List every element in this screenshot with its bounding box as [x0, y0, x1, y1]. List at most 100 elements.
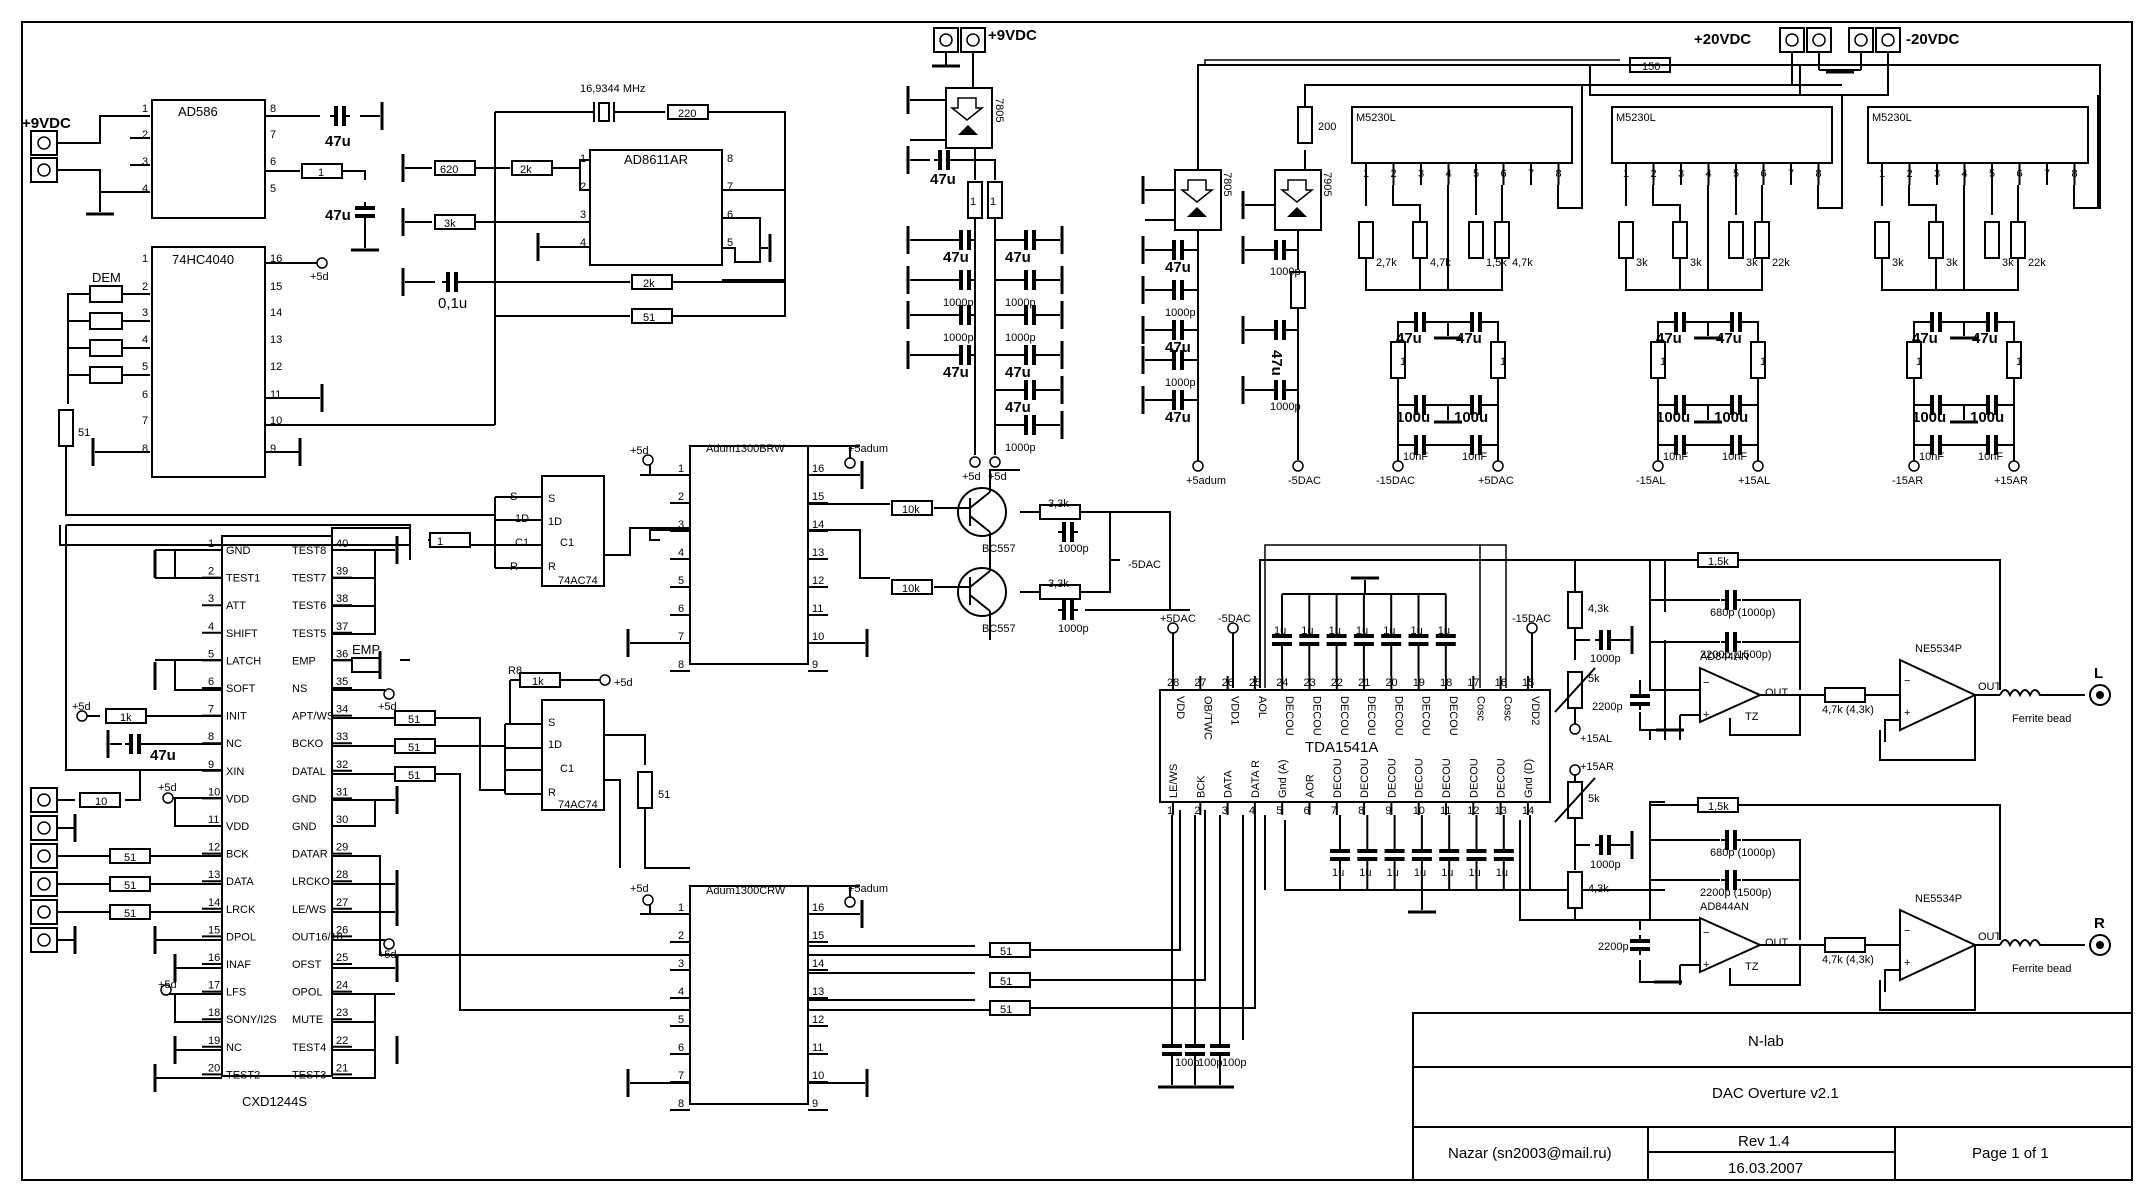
adum-pin-num: 6 — [678, 1042, 684, 1054]
tda-pin-num: 10 — [1413, 805, 1425, 817]
svg-text:2: 2 — [142, 281, 148, 293]
bank-cap-label: 1000p — [943, 297, 974, 309]
svg-text:2200p (1500p): 2200p (1500p) — [1700, 887, 1772, 899]
cxd-pin-num: 3 — [208, 593, 214, 605]
m5230-cap-label: 100u — [1912, 409, 1946, 426]
bank-cap-label: 1000p — [1165, 307, 1196, 319]
cxd-pin-num: 33 — [336, 731, 348, 743]
svg-text:OUT: OUT — [1978, 681, 2002, 693]
svg-text:51: 51 — [124, 908, 136, 920]
cxd-pin-name: INAF — [226, 959, 251, 971]
cxd-pin-name: TEST3 — [292, 1069, 326, 1081]
svg-text:1: 1 — [437, 536, 443, 548]
svg-text:680p (1000p): 680p (1000p) — [1710, 847, 1775, 859]
adum-b-label: Adum1300CRW — [706, 885, 786, 897]
svg-text:51: 51 — [124, 852, 136, 864]
cxd-pin-num: 12 — [208, 842, 220, 854]
m5230-rail-label: -15AL — [1636, 475, 1665, 487]
svg-text:+5d: +5d — [378, 949, 397, 961]
svg-text:OUT: OUT — [1765, 937, 1789, 949]
svg-text:620: 620 — [440, 164, 458, 176]
output-channel-right: +15AR 5k 1000p 4,3k 1,5k 680p (1000p) 22… — [1519, 761, 2111, 1011]
adum-pin-num: 2 — [678, 491, 684, 503]
ad8611-oscillator: AD8611AR 12 34 87 65 16,9344 MHz 220 620… — [401, 83, 786, 425]
svg-text:DEM: DEM — [92, 270, 121, 285]
tda-pin-num: 13 — [1495, 805, 1507, 817]
cxd-pin-num: 17 — [208, 980, 220, 992]
svg-text:+: + — [1904, 957, 1910, 969]
adum-pin-num: 7 — [678, 631, 684, 643]
svg-text:1: 1 — [2016, 356, 2022, 368]
svg-text:3,3k: 3,3k — [1048, 498, 1069, 510]
m5230-pin-num: 7 — [2044, 168, 2050, 180]
cxd-pin-num: 10 — [208, 786, 220, 798]
adum-pin-num: 3 — [678, 519, 684, 531]
m5230-pin-num: 8 — [1556, 168, 1562, 180]
cxd-pin-num: 26 — [336, 924, 348, 936]
tda-pin-name: Cosc — [1474, 696, 1486, 722]
svg-text:100p: 100p — [1175, 1057, 1199, 1069]
bank-cap-label: 47u — [1005, 364, 1031, 381]
tda-pin-name: DECOU — [1365, 696, 1377, 736]
tda-pin-name: DECOU — [1414, 758, 1426, 798]
cxd-pin-num: 7 — [208, 704, 214, 716]
svg-text:4,7k (4,3k): 4,7k (4,3k) — [1822, 704, 1874, 716]
cxd-pin-name: TEST7 — [292, 573, 326, 585]
svg-text:BC557: BC557 — [982, 623, 1016, 635]
m5230-pin-num: 5 — [1989, 168, 1995, 180]
decou-cap-label: 1u — [1383, 625, 1395, 637]
tda-pin-name: DECOU — [1468, 758, 1480, 798]
m5230-pin-num: 3 — [1418, 168, 1424, 180]
tda-pin-num: 25 — [1249, 677, 1261, 689]
svg-text:51: 51 — [408, 770, 420, 782]
decou-cap-label: 1u — [1274, 625, 1286, 637]
svg-text:R8: R8 — [508, 665, 522, 677]
decou-cap-label: 1u — [1332, 867, 1344, 879]
tda-pin-name: DECOU — [1359, 758, 1371, 798]
decou-cap-label: 1u — [1441, 867, 1453, 879]
svg-text:6: 6 — [727, 209, 733, 221]
adum-pin-num: 16 — [812, 463, 824, 475]
m5230-cap-label: 10nF — [1663, 451, 1688, 463]
svg-text:Ferrite bead: Ferrite bead — [2012, 963, 2071, 975]
svg-text:2: 2 — [580, 181, 586, 193]
adum-pin-num: 5 — [678, 1014, 684, 1026]
bank-cap-label: 1000p — [1005, 297, 1036, 309]
m5230-cap-label: 10nF — [1403, 451, 1428, 463]
cxd-pin-name: BCK — [226, 849, 249, 861]
tda-pin-num: 23 — [1304, 677, 1316, 689]
m5230-pin-num: 3 — [1934, 168, 1940, 180]
svg-text:51: 51 — [1000, 946, 1012, 958]
svg-text:1000p: 1000p — [1270, 401, 1301, 413]
cxd-pin-name: LFS — [226, 987, 246, 999]
svg-text:1000p: 1000p — [1058, 543, 1089, 555]
svg-text:+: + — [1703, 959, 1709, 971]
date: 16.03.2007 — [1728, 1160, 1803, 1177]
svg-text:AD844AN: AD844AN — [1700, 651, 1749, 663]
bank-cap-label: 47u — [1005, 249, 1031, 266]
bank-cap-label: 1000p — [1005, 332, 1036, 344]
svg-text:R: R — [548, 561, 556, 573]
cxd-pin-name: INIT — [226, 711, 247, 723]
svg-text:1000p: 1000p — [1590, 653, 1621, 665]
cxd-pin-num: 30 — [336, 814, 348, 826]
svg-text:+5d: +5d — [158, 782, 177, 794]
svg-text:4,3k: 4,3k — [1588, 603, 1609, 615]
svg-text:200: 200 — [1318, 121, 1336, 133]
svg-text:220: 220 — [678, 108, 696, 120]
svg-text:4: 4 — [580, 237, 586, 249]
cxd-pin-name: APT/WS — [292, 711, 334, 723]
svg-text:6: 6 — [270, 156, 276, 168]
svg-text:NE5534P: NE5534P — [1915, 893, 1962, 905]
tda-pin-name: Gnd (D) — [1523, 759, 1535, 798]
m5230-rail-label: +5DAC — [1478, 475, 1514, 487]
adum-pin-num: 14 — [812, 958, 824, 970]
svg-text:3: 3 — [142, 307, 148, 319]
page-number: Page 1 of 1 — [1972, 1145, 2049, 1162]
svg-text:680p (1000p): 680p (1000p) — [1710, 607, 1775, 619]
tda-pin-name: DECOU — [1283, 696, 1295, 736]
tda-pin-name: DECOU — [1392, 696, 1404, 736]
svg-text:-5DAC: -5DAC — [1288, 475, 1321, 487]
tda-pin-num: 27 — [1194, 677, 1206, 689]
